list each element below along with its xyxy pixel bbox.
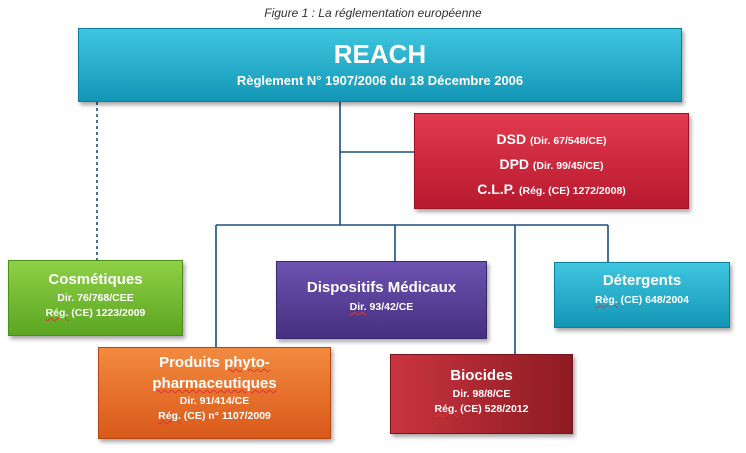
cosmetiques-regulation: Rég. (CE) 1223/2009 — [9, 306, 182, 321]
phyto-title-line1: Produits phyto- — [99, 352, 330, 373]
biocides-directive: Dir. 98/8/CE — [452, 388, 511, 400]
dpd-row: DPD (Dir. 99/45/CE) — [415, 153, 688, 178]
dispositifs-medicaux-box: Dispositifs Médicaux Dir. 93/42/CE — [276, 261, 487, 339]
biocides-title: Biocides — [450, 367, 513, 384]
detergents-box: Détergents Règ. (CE) 648/2004 — [554, 262, 730, 328]
dpd-ref: (Dir. 99/45/CE) — [532, 160, 604, 172]
dsd-ref: (Dir. 67/548/CE) — [530, 135, 607, 147]
dispositifs-dir-rest: 93/42/CE — [366, 301, 414, 313]
cosmetiques-reg-prefix: Rég. — [45, 307, 69, 319]
cosmetiques-box: Cosmétiques Dir. 76/768/CEE Rég. (CE) 12… — [8, 260, 183, 336]
dispositifs-title: Dispositifs Médicaux — [306, 279, 457, 296]
reach-title: REACH — [333, 39, 427, 69]
dispositifs-directive: Dir. 93/42/CE — [277, 300, 486, 315]
clp-name: C.L.P. — [477, 181, 516, 197]
phyto-box: Produits phyto- pharmaceutiques Dir. 91/… — [98, 347, 331, 439]
dispositifs-dir-prefix: Dir. — [349, 301, 367, 313]
reach-subtitle: Règlement N° 1907/2006 du 18 Décembre 20… — [236, 73, 524, 88]
biocides-reg-prefix: Rég. — [434, 403, 458, 415]
phyto-title-b: phyto- — [224, 354, 270, 371]
cosmetiques-directive: Dir. 76/768/CEE — [57, 292, 134, 304]
phyto-directive: Dir. 91/414/CE — [179, 395, 250, 407]
dsd-dpd-clp-box: DSD (Dir. 67/548/CE) DPD (Dir. 99/45/CE)… — [414, 113, 689, 209]
phyto-regulation: Rég. (CE) n° 1107/2009 — [99, 409, 330, 424]
figure-caption: Figure 1 : La réglementation européenne — [264, 6, 482, 20]
biocides-reg-rest: (CE) 528/2012 — [457, 403, 529, 415]
phyto-title-line2: pharmaceutiques — [99, 373, 330, 394]
detergents-reg-prefix: Règ. — [595, 294, 618, 306]
phyto-title-line2-text: pharmaceutiques — [152, 375, 277, 392]
dsd-name: DSD — [496, 131, 527, 147]
biocides-box: Biocides Dir. 98/8/CE Rég. (CE) 528/2012 — [390, 354, 573, 434]
detergents-reg-rest: (CE) 648/2004 — [617, 294, 689, 306]
cosmetiques-reg-rest: (CE) 1223/2009 — [68, 307, 146, 319]
phyto-reg-rest: (CE) n° 1107/2009 — [180, 410, 271, 422]
cosmetiques-title: Cosmétiques — [48, 271, 143, 288]
dsd-row: DSD (Dir. 67/548/CE) — [415, 128, 688, 153]
biocides-regulation: Rég. (CE) 528/2012 — [391, 402, 572, 417]
phyto-title-a: Produits — [159, 354, 225, 371]
phyto-reg-prefix: Rég. — [158, 410, 181, 422]
detergents-regulation: Règ. (CE) 648/2004 — [555, 293, 729, 308]
reach-box: REACH Règlement N° 1907/2006 du 18 Décem… — [78, 28, 682, 102]
clp-row: C.L.P. (Rég. (CE) 1272/2008) — [415, 178, 688, 203]
clp-ref: (Rég. (CE) 1272/2008) — [518, 185, 626, 197]
dpd-name: DPD — [499, 156, 530, 172]
detergents-title: Détergents — [602, 272, 682, 289]
